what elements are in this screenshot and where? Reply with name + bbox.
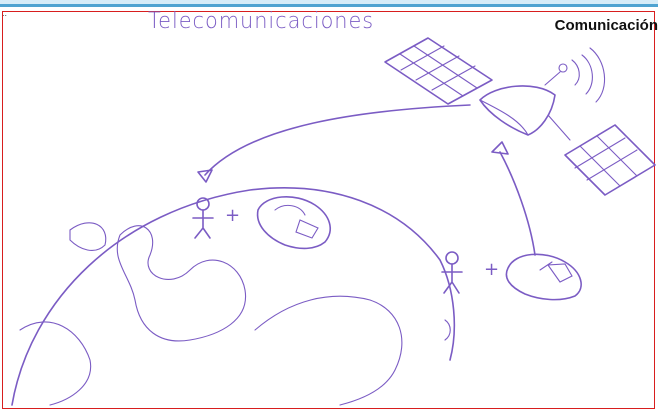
person-left: [193, 198, 213, 238]
uplink-arrow: [500, 152, 535, 255]
signal-waves: [572, 48, 605, 102]
continent-lower: [20, 322, 91, 405]
island-right: [445, 320, 450, 340]
continent-left: [70, 223, 106, 251]
continent-center: [117, 226, 245, 341]
downlink-arrow: [205, 105, 470, 175]
solar-panel-left: [385, 38, 492, 104]
continent-right: [255, 296, 402, 405]
satellite-dish: [480, 86, 555, 135]
solar-panel-right: [565, 125, 655, 195]
antenna: [545, 72, 560, 85]
plus-sign-right: +: [484, 259, 499, 280]
person-right: [442, 252, 462, 293]
plus-sign-left: +: [225, 205, 240, 226]
telephone-left: [258, 197, 331, 249]
